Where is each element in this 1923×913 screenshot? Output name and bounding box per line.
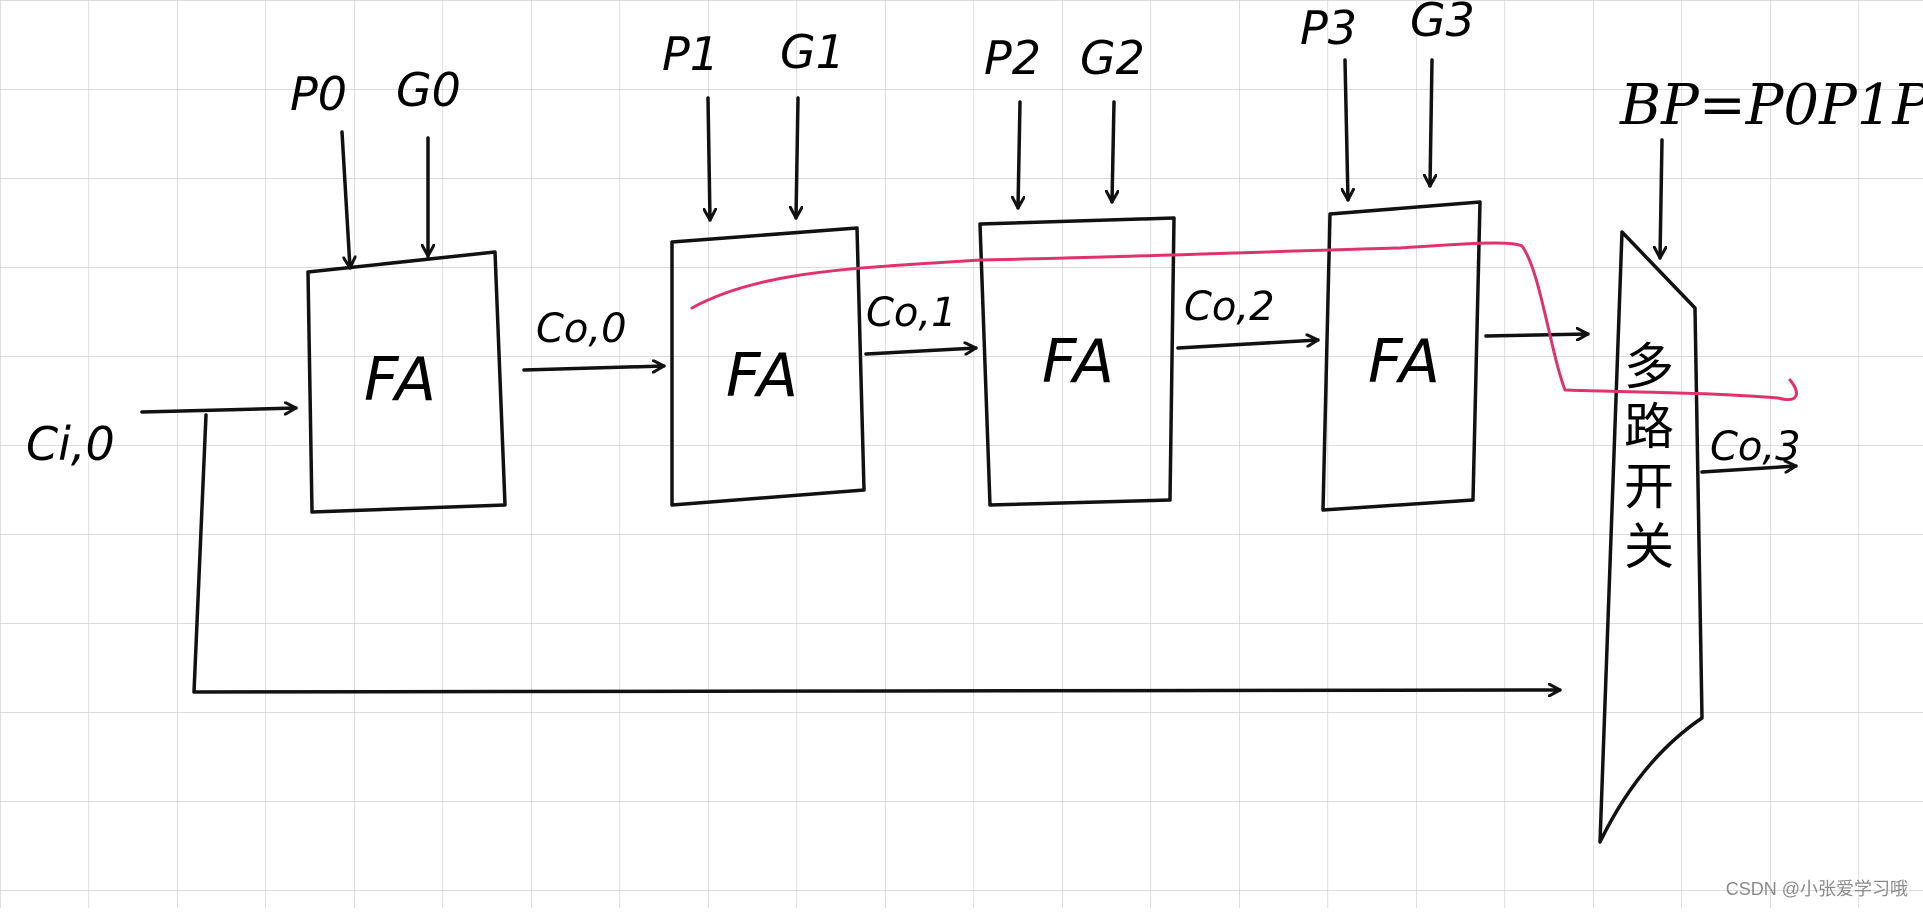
watermark: CSDN @小张爱学习哦 [1726,879,1908,899]
mux-output-arrow [1700,466,1798,472]
p3-input-arrow [1345,58,1348,202]
carry-label-1: Co,1 [866,290,957,336]
carry-label-0: Co,0 [536,306,627,352]
full-adder-box-0 [306,250,507,514]
g1-input-arrow [796,96,798,220]
full-adder-label-2: FA [1042,327,1114,397]
carry-arrow-2-3 [1176,340,1320,350]
p1-input-arrow [708,96,710,222]
carry-label-2: Co,2 [1184,284,1275,330]
g1-label: G1 [780,25,845,79]
mux-label: 多路开关 [1616,340,1674,580]
carry-arrow-1-2 [864,348,978,356]
g2-input-arrow [1112,100,1114,204]
g0-label: G0 [396,63,461,117]
bp-input-arrow [1660,138,1662,260]
bypass-equation: BP=P0P1P2P3 [1619,73,1923,138]
full-adder-label-1: FA [726,341,798,411]
cin-arrow [140,408,298,412]
multiplexer-shape [1598,230,1704,844]
p1-label: P1 [662,27,719,81]
full-adder-label-0: FA [364,345,436,415]
g2-label: G2 [1080,31,1145,85]
p2-input-arrow [1018,100,1020,210]
p3-label: P3 [1300,1,1357,55]
bypass-line [192,413,1562,692]
full-adder-label-3: FA [1368,327,1440,397]
full-adder-box-2 [978,216,1176,507]
carry-arrow-3-mux [1484,334,1590,336]
carry-label-3: Co,3 [1710,424,1801,470]
carry-arrow-0-1 [522,366,666,370]
full-adder-box-3 [1321,200,1482,512]
p0-input-arrow [340,130,350,270]
g3-label: G3 [1410,0,1475,47]
g3-input-arrow [1430,58,1432,188]
p2-label: P2 [984,31,1041,85]
critical-path-line [690,241,1798,401]
full-adder-box-1 [670,226,866,507]
cin-label: Ci,0 [26,417,115,471]
p0-label: P0 [290,67,347,121]
